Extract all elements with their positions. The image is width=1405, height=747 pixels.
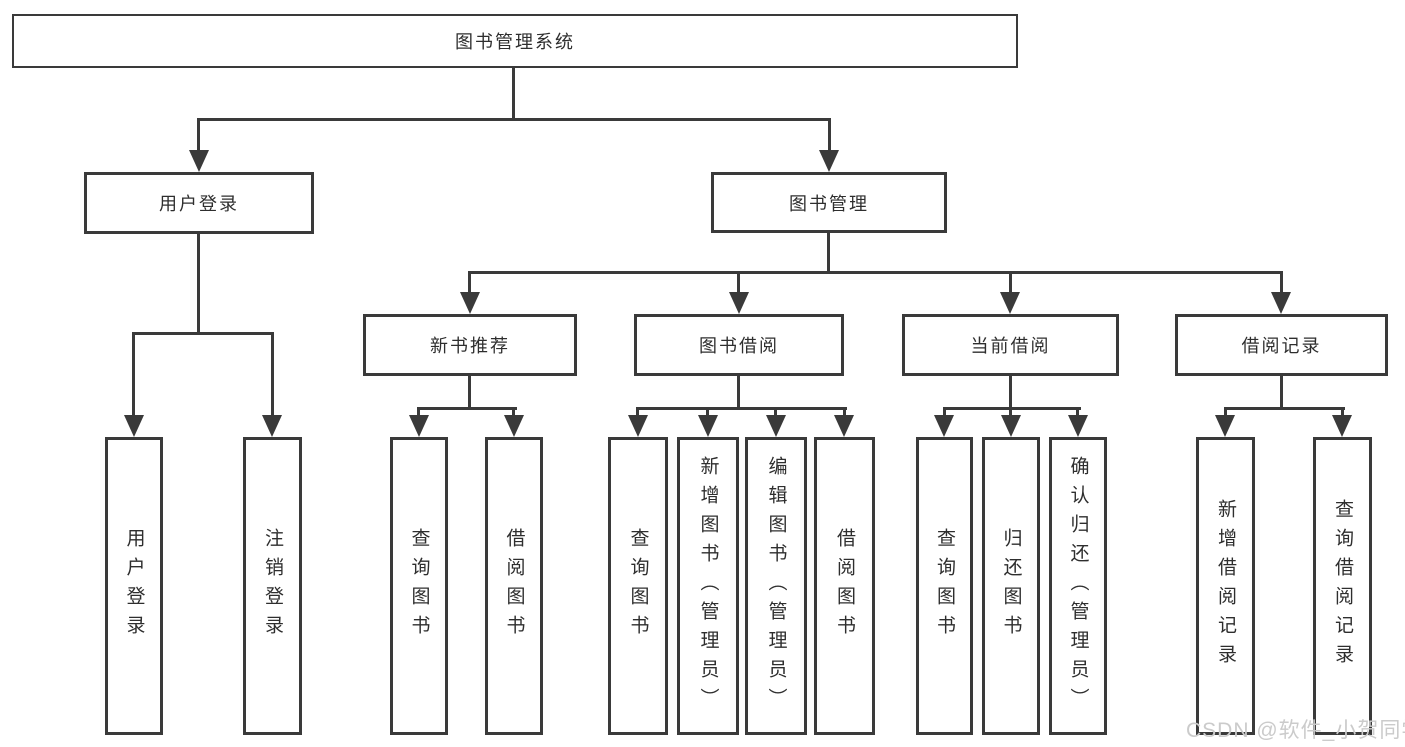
arrow-down-icon: [504, 415, 524, 437]
connector-line: [1341, 407, 1344, 417]
arrow-down-icon: [124, 415, 144, 437]
connector-line: [468, 271, 471, 294]
node-br-query-record: 查询借阅记录: [1313, 437, 1372, 735]
connector-line: [197, 234, 200, 334]
arrow-down-icon: [189, 150, 209, 172]
connector-line: [1009, 271, 1012, 294]
node-cb-query-books: 查询图书: [916, 437, 973, 735]
node-br-add-record: 新增借阅记录: [1196, 437, 1255, 735]
connector-line: [417, 407, 420, 417]
arrow-down-icon: [409, 415, 429, 437]
connector-line: [1280, 271, 1283, 294]
arrow-down-icon: [698, 415, 718, 437]
connector-line: [774, 407, 777, 417]
connector-line: [943, 407, 1081, 410]
node-bb-add-books-admin: 新增图书（管理员）: [677, 437, 739, 735]
connector-line: [843, 407, 846, 417]
arrow-down-icon: [1332, 415, 1352, 437]
node-leaf-user-login: 用户登录: [105, 437, 163, 735]
connector-line: [1280, 376, 1283, 410]
connector-line: [706, 407, 709, 417]
connector-line: [468, 271, 1283, 274]
connector-line: [1076, 407, 1079, 417]
node-book-management: 图书管理: [711, 172, 947, 233]
connector-line: [828, 118, 831, 152]
arrow-down-icon: [934, 415, 954, 437]
connector-line: [943, 407, 946, 417]
connector-line: [271, 332, 274, 417]
arrow-down-icon: [819, 150, 839, 172]
node-current-borrow: 当前借阅: [902, 314, 1119, 376]
node-borrow-records: 借阅记录: [1175, 314, 1388, 376]
connector-line: [512, 68, 515, 120]
node-cb-confirm-return-admin: 确认归还（管理员）: [1049, 437, 1107, 735]
arrow-down-icon: [460, 292, 480, 314]
arrow-down-icon: [1001, 415, 1021, 437]
connector-line: [512, 407, 515, 417]
csdn-watermark: CSDN @软件_小贺同学: [1186, 719, 1405, 742]
connector-line: [737, 376, 740, 410]
arrow-down-icon: [834, 415, 854, 437]
arrow-down-icon: [1000, 292, 1020, 314]
arrow-down-icon: [1068, 415, 1088, 437]
connector-line: [1009, 407, 1012, 417]
node-rec-borrow-books: 借阅图书: [485, 437, 543, 735]
arrow-down-icon: [262, 415, 282, 437]
connector-line: [827, 233, 830, 274]
connector-line: [636, 407, 639, 417]
node-leaf-logout: 注销登录: [243, 437, 302, 735]
connector-line: [737, 271, 740, 294]
node-bb-borrow-books: 借阅图书: [814, 437, 875, 735]
arrow-down-icon: [766, 415, 786, 437]
node-bb-query-books: 查询图书: [608, 437, 668, 735]
connector-line: [468, 376, 471, 410]
arrow-down-icon: [729, 292, 749, 314]
node-book-borrow: 图书借阅: [634, 314, 844, 376]
arrow-down-icon: [1271, 292, 1291, 314]
node-user-login: 用户登录: [84, 172, 314, 234]
connector-line: [1009, 376, 1012, 410]
connector-line: [1224, 407, 1345, 410]
arrow-down-icon: [628, 415, 648, 437]
connector-line: [132, 332, 274, 335]
connector-line: [197, 118, 200, 152]
node-bb-edit-books-admin: 编辑图书（管理员）: [745, 437, 807, 735]
node-new-book-recommend: 新书推荐: [363, 314, 577, 376]
node-rec-query-books: 查询图书: [390, 437, 448, 735]
connector-line: [417, 407, 517, 410]
connector-line: [636, 407, 847, 410]
node-cb-return-books: 归还图书: [982, 437, 1040, 735]
connector-line: [197, 118, 831, 121]
connector-line: [132, 332, 135, 417]
connector-line: [1224, 407, 1227, 417]
node-book-management-system: 图书管理系统: [12, 14, 1018, 68]
arrow-down-icon: [1215, 415, 1235, 437]
